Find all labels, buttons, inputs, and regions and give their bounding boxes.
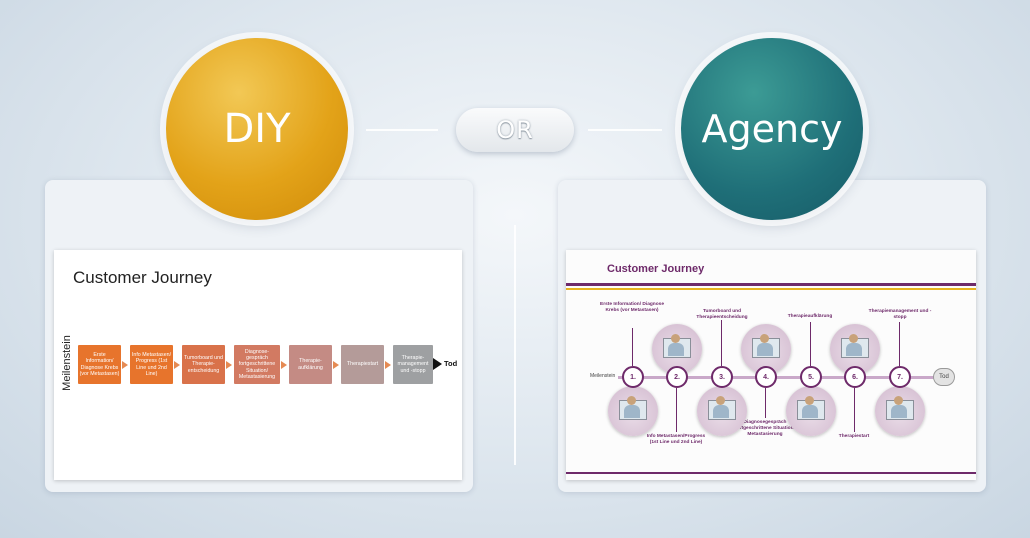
tick-line [810, 322, 811, 366]
agency-slide: Customer Journey Meilenstein Erste Infor… [566, 250, 976, 480]
diy-step-arrow [281, 361, 287, 369]
agency-circle: Agency [681, 38, 863, 220]
tick-line [899, 322, 900, 366]
milestone-node-3: 3. [711, 366, 733, 388]
bottom-label-2: Diagnosegespräch fortgeschrittene Situat… [735, 420, 795, 437]
diy-step-2: Info Metastasen/ Progress (1st Line und … [130, 345, 173, 384]
diy-step-6: Therapiestart [341, 345, 384, 384]
journey-illustration [652, 324, 702, 374]
diy-end-label: Tod [444, 359, 458, 368]
diy-step-1: Erste Information/ Diagnose Krebs (vor M… [78, 345, 121, 384]
agency-end-node: Tod [933, 368, 955, 386]
diy-step-5: Therapie-aufklärung [289, 345, 332, 384]
diy-step-arrow [174, 361, 180, 369]
milestone-node-2: 2. [666, 366, 688, 388]
journey-illustration [830, 324, 880, 374]
diy-slide-title: Customer Journey [73, 268, 212, 287]
top-label-4: Therapiemanagement und -stopp [868, 309, 932, 320]
top-label-3: Therapieaufklärung [787, 314, 833, 319]
connector-right [588, 129, 662, 131]
tick-line [765, 388, 766, 418]
or-pill: OR [456, 108, 574, 152]
journey-illustration [741, 324, 791, 374]
or-label: OR [496, 116, 534, 144]
diy-step-7: Therapie-management und -stopp [393, 345, 433, 384]
title-rule-gold [566, 288, 976, 290]
diy-step-arrow [226, 361, 232, 369]
connector-left [366, 129, 438, 131]
journey-illustration [875, 386, 925, 436]
diy-circle: DIY [166, 38, 348, 220]
bottom-label-1: Info Metastasen/Progress (1st Line und 2… [646, 434, 706, 445]
bottom-label-3: Therapiestart [838, 434, 870, 439]
milestone-node-7: 7. [889, 366, 911, 388]
top-label-2: Tumorboard und Therapieentscheidung [696, 309, 748, 320]
journey-illustration [608, 386, 658, 436]
diy-end-arrow-icon [433, 358, 442, 370]
footer-rule [566, 472, 976, 474]
diy-step-arrow [385, 361, 391, 369]
center-divider [514, 225, 516, 465]
diy-step-arrow [333, 361, 339, 369]
diy-step-arrow [122, 361, 128, 369]
top-label-1: Erste Information/ Diagnose Krebs (vor M… [600, 302, 664, 313]
tick-line [721, 320, 722, 366]
milestone-node-4: 4. [755, 366, 777, 388]
diy-label: DIY [223, 106, 291, 152]
tick-line [632, 328, 633, 366]
agency-slide-title: Customer Journey [607, 263, 705, 275]
title-rule-purple [566, 283, 976, 286]
milestone-node-6: 6. [844, 366, 866, 388]
diy-step-4: Diagnose-gespräch fortgeschrittene Situa… [234, 345, 280, 384]
tick-line [676, 388, 677, 432]
diy-slide: Customer Journey Meilenstein Erste Infor… [54, 250, 462, 480]
milestone-node-5: 5. [800, 366, 822, 388]
journey-axis [618, 376, 936, 379]
diy-vertical-label: Meilenstein [61, 335, 73, 391]
journey-illustration [786, 386, 836, 436]
diy-step-3: Tumorboard und Therapie-entscheidung [182, 345, 225, 384]
tick-line [854, 388, 855, 432]
agency-axis-label: Meilenstein [590, 373, 616, 379]
milestone-node-1: 1. [622, 366, 644, 388]
journey-illustration [697, 386, 747, 436]
agency-label: Agency [701, 107, 843, 151]
